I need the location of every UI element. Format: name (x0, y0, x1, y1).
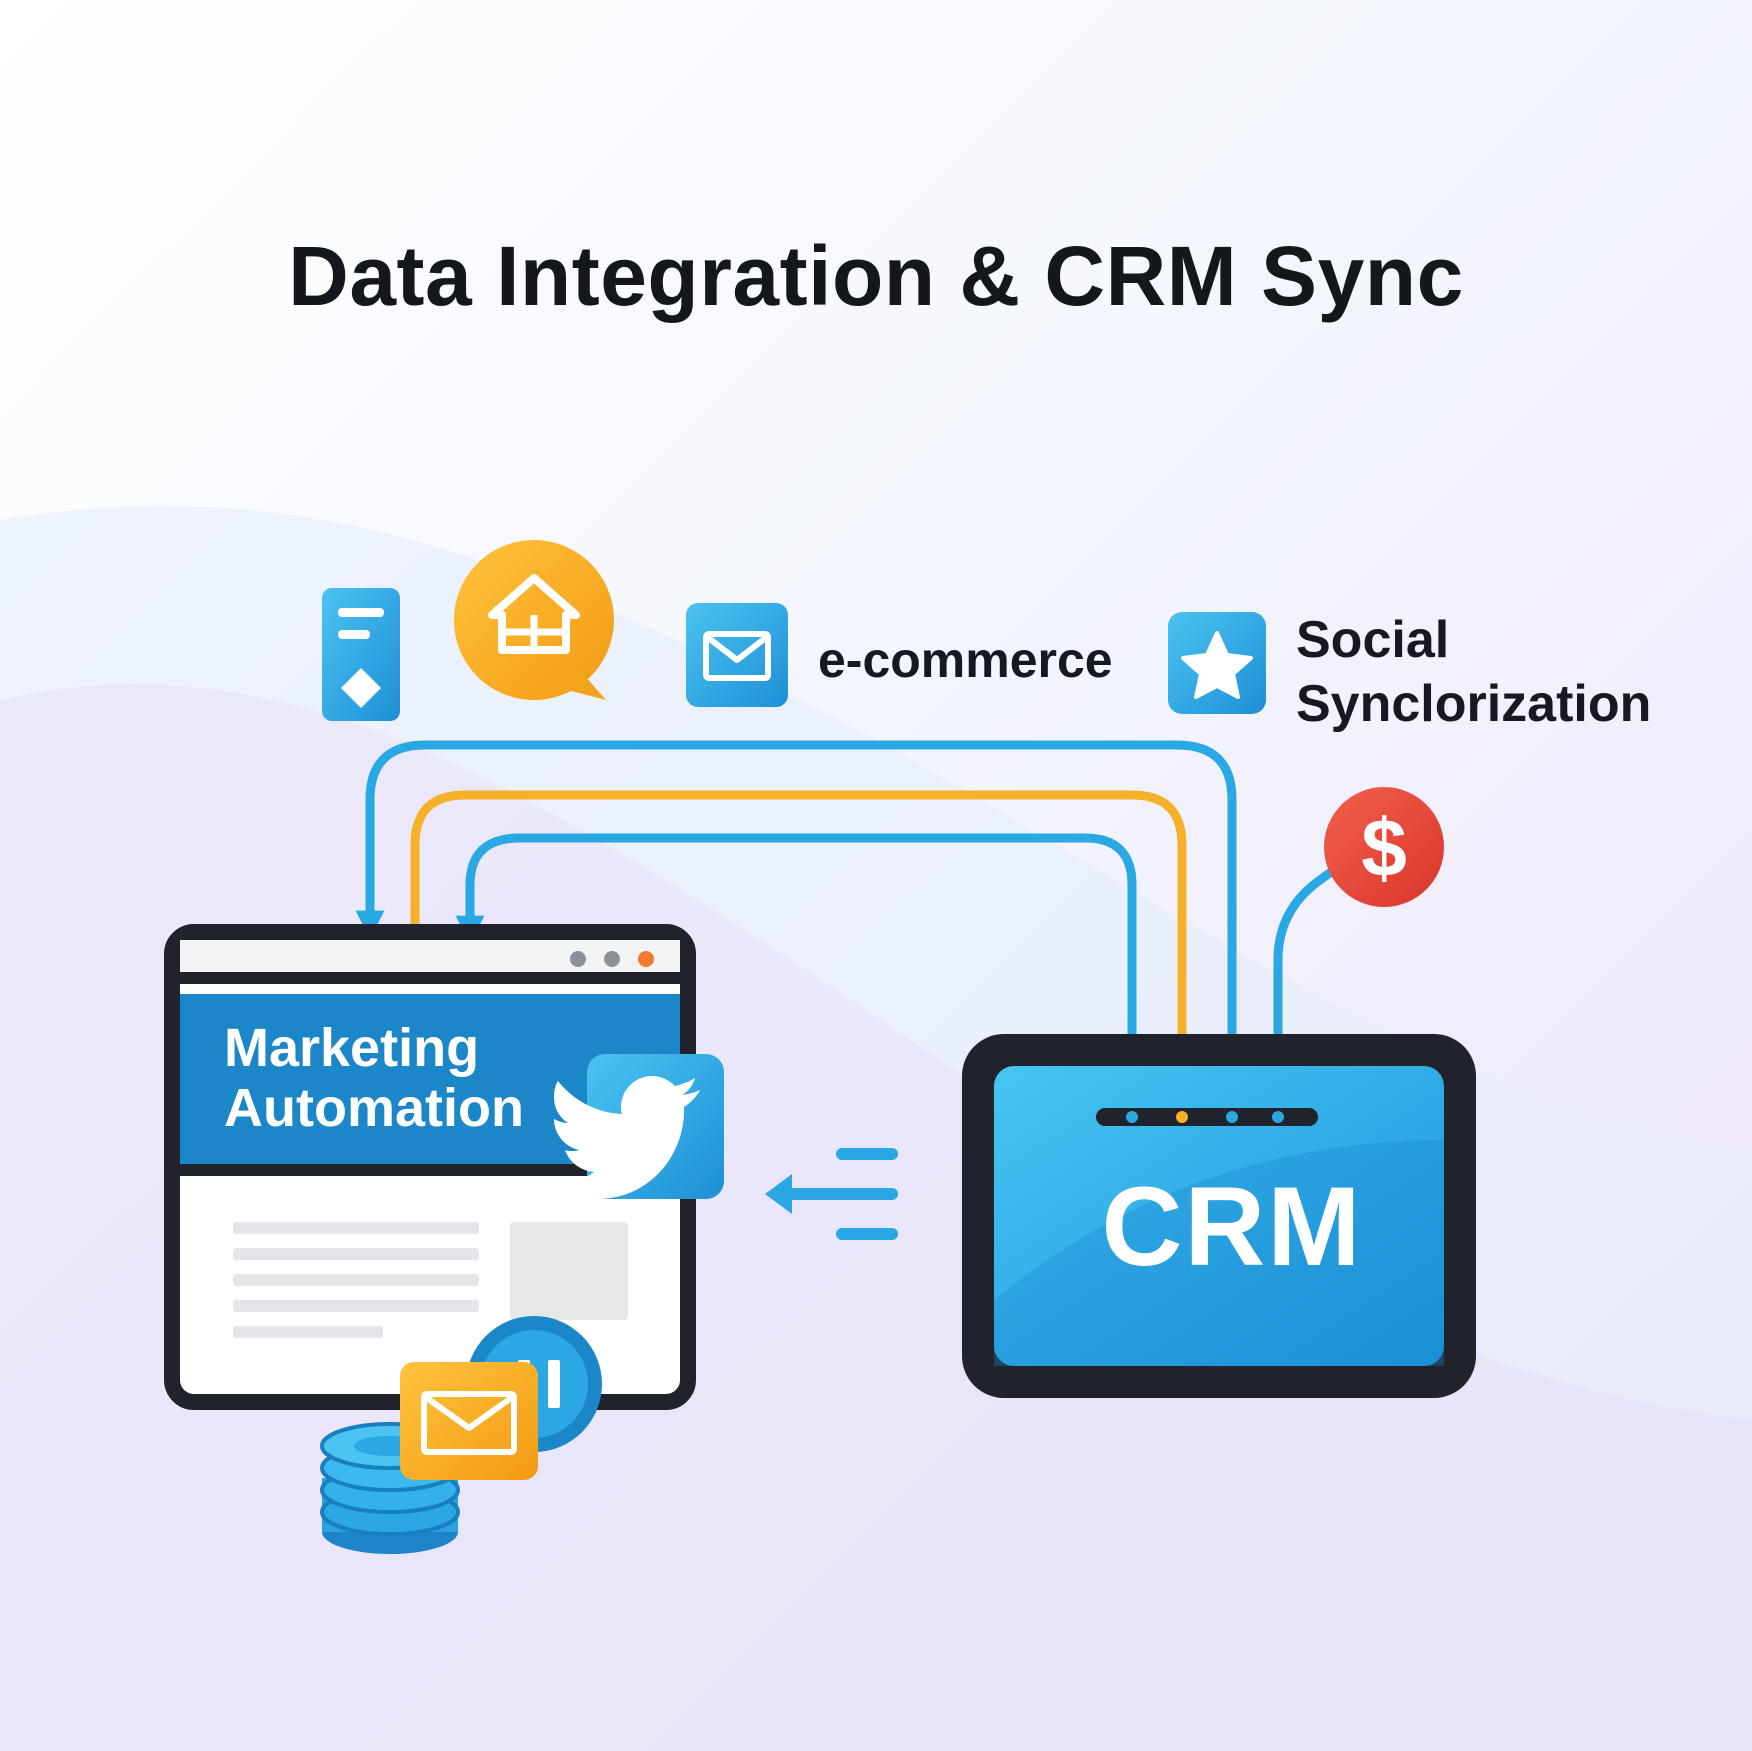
envelope-icon (400, 1362, 538, 1480)
incoming-data-arrow (765, 1148, 898, 1240)
crm-label: CRM (1101, 1164, 1363, 1289)
dollar-connector (1273, 857, 1350, 1067)
dollar-icon: $ (1324, 787, 1444, 907)
page-title: Data Integration & CRM Sync (288, 229, 1464, 323)
content-line (233, 1326, 383, 1338)
social-label-line2: Synclorization (1296, 675, 1652, 733)
content-line (233, 1248, 479, 1260)
marketing-title-line1: Marketing (224, 1018, 480, 1078)
marketing-title-line2: Automation (224, 1078, 524, 1138)
sync-line-blue-outer (355, 740, 1237, 1060)
window-control-dot[interactable] (604, 951, 620, 967)
sync-line-orange (400, 790, 1187, 1060)
crm-port (1096, 1108, 1318, 1126)
twitter-bird-icon (548, 1054, 724, 1199)
content-line (233, 1300, 479, 1312)
mail-icon (686, 603, 788, 707)
content-line (233, 1274, 479, 1286)
window-close-dot[interactable] (638, 951, 654, 967)
crm-screen (994, 1066, 1444, 1366)
marketing-automation-title: Marketing Automation (224, 1018, 524, 1138)
home-chat-icon (453, 540, 614, 701)
sync-line-blue-inner (455, 833, 1137, 1113)
star-icon (1168, 612, 1266, 714)
window-control-dot[interactable] (570, 951, 586, 967)
social-label: Social Synclorization (1296, 608, 1651, 736)
document-icon (322, 588, 400, 721)
dollar-symbol: $ (1361, 803, 1407, 894)
content-image-placeholder (510, 1222, 628, 1320)
ecommerce-label: e-commerce (818, 632, 1113, 688)
crm-box (962, 1034, 1476, 1398)
content-line (233, 1222, 479, 1234)
social-label-line1: Social (1296, 611, 1450, 669)
marketing-automation-window (164, 924, 696, 1410)
